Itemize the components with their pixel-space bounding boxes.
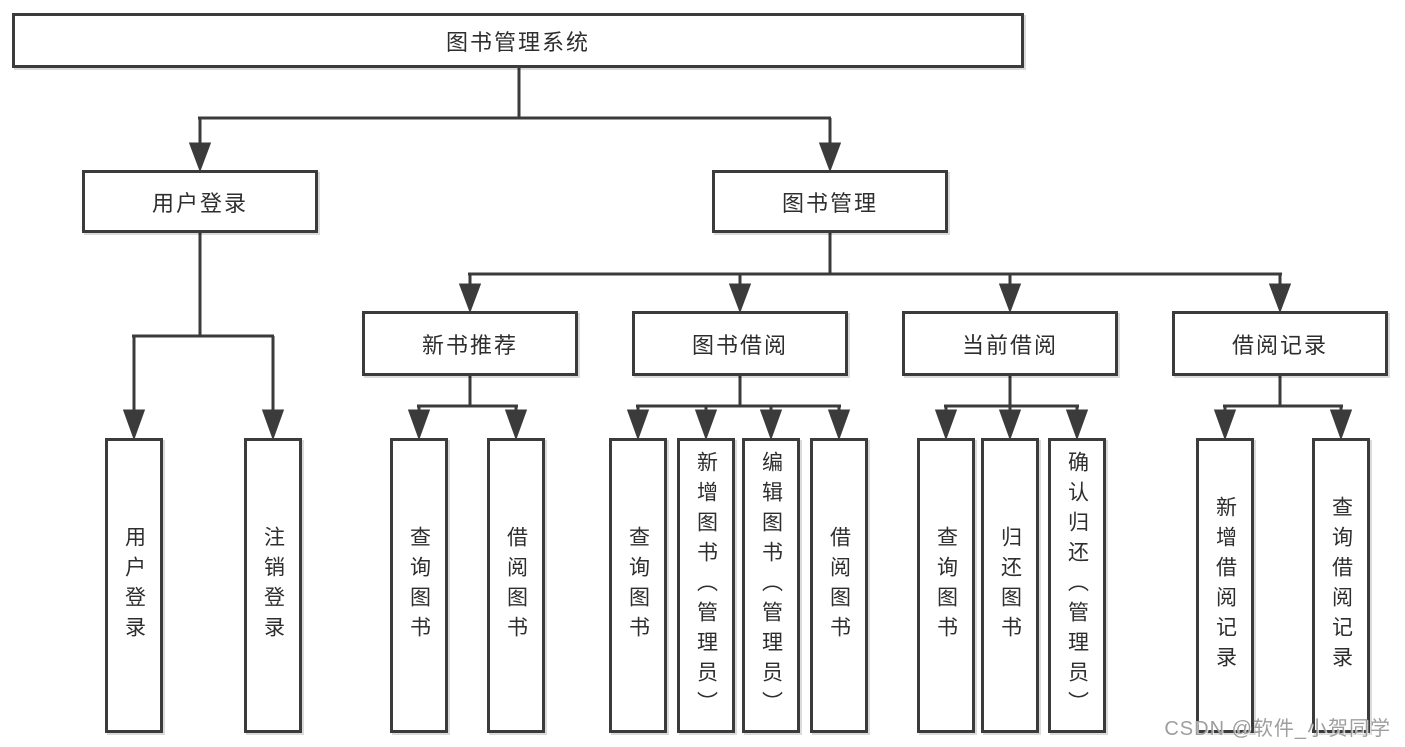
node-label: 用户登录 xyxy=(122,525,146,646)
arrow-down-icon xyxy=(407,409,431,441)
arrow-down-icon xyxy=(694,409,718,441)
node-current-borrow: 当前借阅 xyxy=(902,311,1118,376)
node-label: 注销登录 xyxy=(261,525,285,646)
leaf-confirm-return-admin: 确认归还（管理员） xyxy=(1048,438,1106,733)
arrow-down-icon xyxy=(504,409,528,441)
leaf-query-books-current: 查询图书 xyxy=(917,438,975,733)
node-label: 查询图书 xyxy=(626,525,650,646)
leaf-user-login: 用户登录 xyxy=(105,438,163,733)
node-label: 新增借阅记录 xyxy=(1213,495,1237,676)
node-label: 编辑图书（管理员） xyxy=(759,450,783,721)
node-label: 图书借阅 xyxy=(691,332,788,358)
node-label: 借阅图书 xyxy=(827,525,851,646)
csdn-watermark: CSDN @软件_小贺同学 xyxy=(1164,718,1391,740)
arrow-down-icon xyxy=(188,142,212,173)
arrow-down-icon xyxy=(759,409,783,441)
node-new-book-recommend: 新书推荐 xyxy=(362,311,578,376)
leaf-add-books-admin: 新增图书（管理员） xyxy=(677,438,735,733)
leaf-add-borrow-record: 新增借阅记录 xyxy=(1196,438,1254,733)
leaf-borrow-books: 借阅图书 xyxy=(810,438,868,733)
node-label: 用户登录 xyxy=(151,190,248,216)
node-borrow-records: 借阅记录 xyxy=(1172,311,1388,376)
leaf-borrow-books-recommend: 借阅图书 xyxy=(487,438,545,733)
arrow-down-icon xyxy=(1329,409,1353,441)
node-label: 新增图书（管理员） xyxy=(694,450,718,721)
node-label: 图书管理系统 xyxy=(445,29,590,55)
arrow-down-icon xyxy=(818,142,842,173)
node-book-management: 图书管理 xyxy=(712,170,948,233)
leaf-return-books: 归还图书 xyxy=(981,438,1039,733)
arrow-down-icon xyxy=(626,409,650,441)
arrow-down-icon xyxy=(1268,283,1292,314)
arrow-down-icon xyxy=(934,409,958,441)
arrow-down-icon xyxy=(122,409,146,441)
arrow-down-icon xyxy=(1065,409,1089,441)
node-label: 新书推荐 xyxy=(421,332,518,358)
node-label: 查询图书 xyxy=(407,525,431,646)
node-label: 当前借阅 xyxy=(961,332,1058,358)
arrow-down-icon xyxy=(261,409,285,441)
node-book-borrow: 图书借阅 xyxy=(632,311,848,376)
arrow-down-icon xyxy=(998,409,1022,441)
node-user-login: 用户登录 xyxy=(82,170,318,233)
leaf-query-books-borrow: 查询图书 xyxy=(609,438,667,733)
arrow-down-icon xyxy=(728,283,752,314)
node-label: 借阅记录 xyxy=(1231,332,1328,358)
node-label: 借阅图书 xyxy=(504,525,528,646)
node-label: 图书管理 xyxy=(781,190,878,216)
arrow-down-icon xyxy=(998,283,1022,314)
node-label: 确认归还（管理员） xyxy=(1065,450,1089,721)
leaf-query-borrow-record: 查询借阅记录 xyxy=(1312,438,1370,733)
leaf-query-books-recommend: 查询图书 xyxy=(390,438,448,733)
node-library-system: 图书管理系统 xyxy=(12,13,1024,68)
node-label: 归还图书 xyxy=(998,525,1022,646)
arrow-down-icon xyxy=(1213,409,1237,441)
leaf-logout: 注销登录 xyxy=(244,438,302,733)
node-label: 查询图书 xyxy=(934,525,958,646)
arrow-down-icon xyxy=(458,283,482,314)
node-label: 查询借阅记录 xyxy=(1329,495,1353,676)
arrow-down-icon xyxy=(827,409,851,441)
leaf-edit-books-admin: 编辑图书（管理员） xyxy=(742,438,800,733)
